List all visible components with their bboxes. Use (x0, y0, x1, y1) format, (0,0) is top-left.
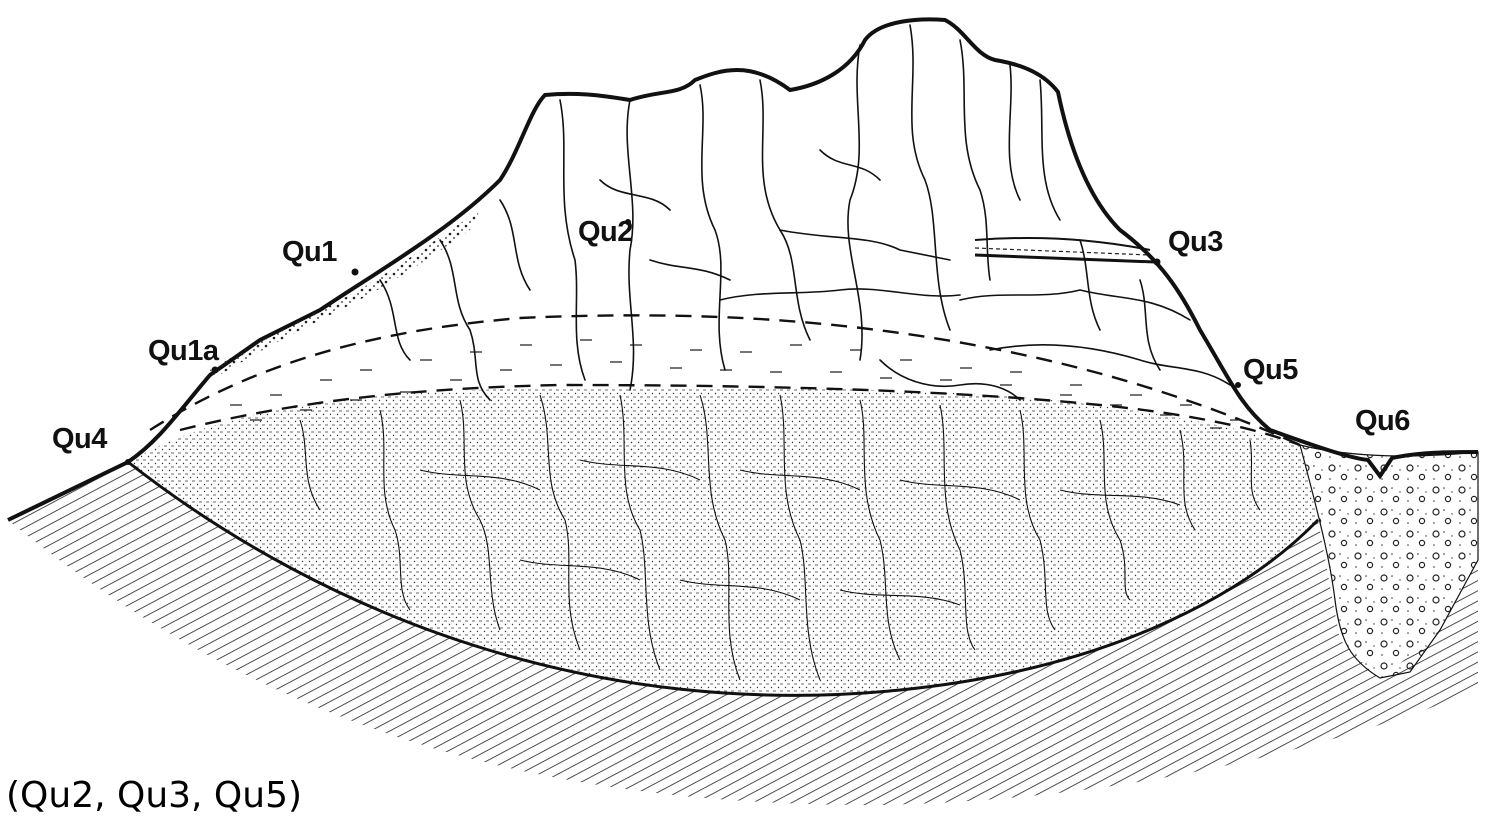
fracture-network (380, 25, 1230, 400)
figure-caption: (Qu2, Qu3, Qu5) (6, 778, 302, 814)
label-qu3: Qu3 (1168, 228, 1223, 257)
label-qu1: Qu1 (282, 238, 337, 267)
label-qu4: Qu4 (52, 425, 107, 454)
label-qu2: Qu2 (578, 218, 633, 247)
label-qu5: Qu5 (1243, 356, 1298, 385)
label-qu6: Qu6 (1355, 407, 1410, 436)
label-qu1a: Qu1a (148, 337, 219, 366)
qu3-terrace (975, 238, 1155, 262)
